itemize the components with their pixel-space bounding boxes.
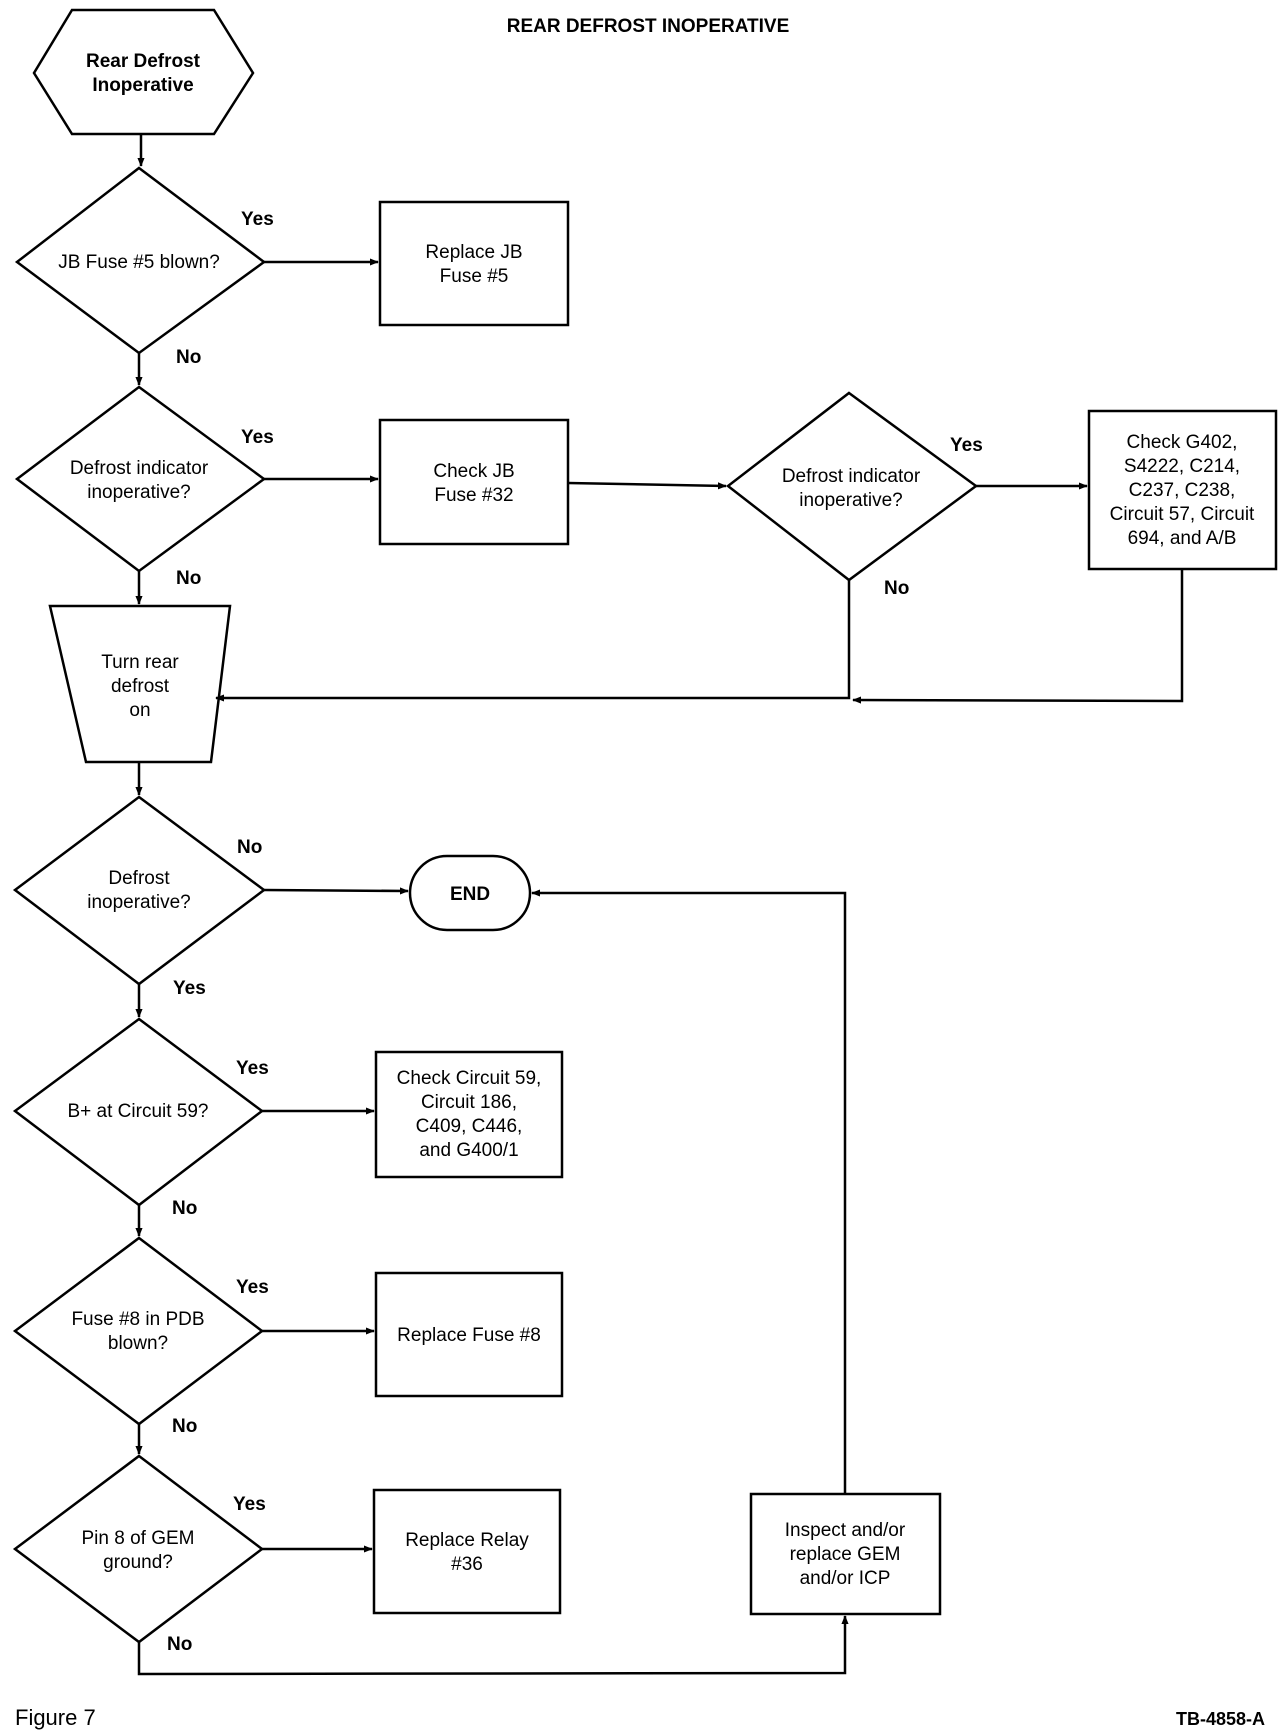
label-yes-fuse8: Yes [236, 1277, 269, 1298]
label-no-defrost: No [237, 837, 262, 858]
node-text-d-fuse5: JB Fuse #5 blown? [58, 252, 220, 273]
decision-fuse-8-pdb: Fuse #8 in PDB blown? [12, 1236, 265, 1426]
node-line: Defrost indicator [70, 458, 209, 479]
node-line: on [129, 700, 150, 721]
node-line: 694, and A/B [1128, 528, 1237, 549]
node-line: Turn rear [101, 652, 179, 673]
node-line: B+ at Circuit 59? [68, 1101, 209, 1122]
node-line: Inoperative [92, 75, 193, 96]
label-no-ind2: No [884, 578, 909, 599]
action-replace-jb-fuse-5: Replace JB Fuse #5 [378, 200, 570, 327]
label-no-bplus: No [172, 1198, 197, 1219]
node-line: and G400/1 [419, 1140, 518, 1161]
action-replace-relay-36: Replace Relay #36 [372, 1488, 562, 1615]
decision-b-plus-circuit-59: B+ at Circuit 59? [12, 1017, 265, 1207]
label-no-fuse5: No [176, 347, 201, 368]
node-text-d-fuse8: Fuse #8 in PDB blown? [71, 1309, 204, 1354]
node-text-turn-on: Turn rear defrost on [101, 652, 179, 721]
action-check-circuit-59: Check Circuit 59, Circuit 186, C409, C446,… [374, 1050, 564, 1179]
node-text-d-defrost: Defrost inoperative? [87, 868, 191, 913]
node-text-r-check-g402: Check G402, S4222, C214, C237, C238, Circui… [1110, 432, 1255, 549]
action-replace-fuse-8: Replace Fuse #8 [374, 1271, 564, 1398]
diagram-title: REAR DEFROST INOPERATIVE [507, 16, 790, 37]
label-yes-defrost: Yes [173, 978, 206, 999]
node-line: END [450, 884, 490, 905]
label-no-fuse8: No [172, 1416, 197, 1437]
node-line: blown? [108, 1333, 168, 1354]
node-line: Replace Relay [405, 1530, 529, 1551]
node-line: S4222, C214, [1124, 456, 1240, 477]
node-line: C237, C238, [1129, 480, 1236, 501]
decision-defrost-indicator-1: Defrost indicator inoperative? [14, 385, 267, 573]
decision-defrost-inoperative: Defrost inoperative? [12, 795, 267, 986]
node-line: #36 [451, 1554, 483, 1575]
node-line: defrost [111, 676, 170, 697]
node-line: Check Circuit 59, [397, 1068, 542, 1089]
node-text-d-bplus: B+ at Circuit 59? [68, 1101, 209, 1122]
node-line: ground? [103, 1552, 173, 1573]
manual-step-turn-defrost-on: Turn rear defrost on [48, 604, 232, 764]
node-text-r-circuit59: Check Circuit 59, Circuit 186, C409, C446,… [397, 1068, 542, 1161]
node-line: Circuit 186, [421, 1092, 517, 1113]
connectors [135, 134, 1184, 1676]
node-line: Fuse #5 [440, 266, 509, 287]
node-line: Pin 8 of GEM [82, 1528, 195, 1549]
decision-jb-fuse-5: JB Fuse #5 blown? [14, 166, 267, 355]
decision-pin-8-gem: Pin 8 of GEM ground? [12, 1454, 265, 1644]
decision-defrost-indicator-2: Defrost indicator inoperative? [725, 391, 979, 582]
action-check-g402: Check G402, S4222, C214, C237, C238, Circui… [1087, 409, 1278, 571]
edge-labels: Yes No Yes No Yes No No Yes Yes No Yes N… [167, 209, 983, 1655]
node-line: Circuit 57, Circuit [1110, 504, 1255, 525]
figure-code: TB-4858-A [1176, 1709, 1265, 1729]
end-node: END [408, 854, 532, 932]
label-yes-fuse5: Yes [241, 209, 274, 230]
node-text-d-pin8: Pin 8 of GEM ground? [82, 1528, 195, 1573]
node-line: Check G402, [1127, 432, 1238, 453]
node-line: JB Fuse #5 blown? [58, 252, 220, 273]
node-line: Replace Fuse #8 [397, 1325, 541, 1346]
node-line: Replace JB [425, 242, 522, 263]
action-inspect-gem: Inspect and/or replace GEM and/or ICP [749, 1492, 942, 1616]
node-text-d-ind1: Defrost indicator inoperative? [70, 458, 209, 503]
node-line: inoperative? [87, 892, 191, 913]
node-line: Fuse #8 in PDB [71, 1309, 204, 1330]
label-yes-pin8: Yes [233, 1494, 266, 1515]
label-no-ind1: No [176, 568, 201, 589]
action-check-jb-fuse-32: Check JB Fuse #32 [378, 418, 570, 546]
node-text-r-relay36: Replace Relay #36 [405, 1530, 529, 1575]
label-no-pin8: No [167, 1634, 192, 1655]
node-line: inoperative? [87, 482, 191, 503]
label-yes-ind1: Yes [241, 427, 274, 448]
node-line: Defrost indicator [782, 466, 921, 487]
node-text-r-fuse8: Replace Fuse #8 [397, 1325, 541, 1346]
node-line: C409, C446, [416, 1116, 523, 1137]
node-line: Defrost [108, 868, 170, 889]
label-yes-ind2: Yes [950, 435, 983, 456]
node-line: and/or ICP [800, 1568, 891, 1589]
node-text-r-gem: Inspect and/or replace GEM and/or ICP [785, 1520, 906, 1589]
node-line: Rear Defrost [86, 51, 201, 72]
label-yes-bplus: Yes [236, 1058, 269, 1079]
node-text-r-fuse32: Check JB Fuse #32 [433, 461, 514, 506]
node-text-r-fuse5: Replace JB Fuse #5 [425, 242, 522, 287]
node-line: inoperative? [799, 490, 903, 511]
node-text-d-ind2: Defrost indicator inoperative? [782, 466, 921, 511]
node-line: Fuse #32 [434, 485, 513, 506]
node-line: replace GEM [790, 1544, 901, 1565]
node-text-end: END [450, 884, 490, 905]
node-line: Inspect and/or [785, 1520, 906, 1541]
figure-label: Figure 7 [15, 1705, 96, 1730]
node-line: Check JB [433, 461, 514, 482]
